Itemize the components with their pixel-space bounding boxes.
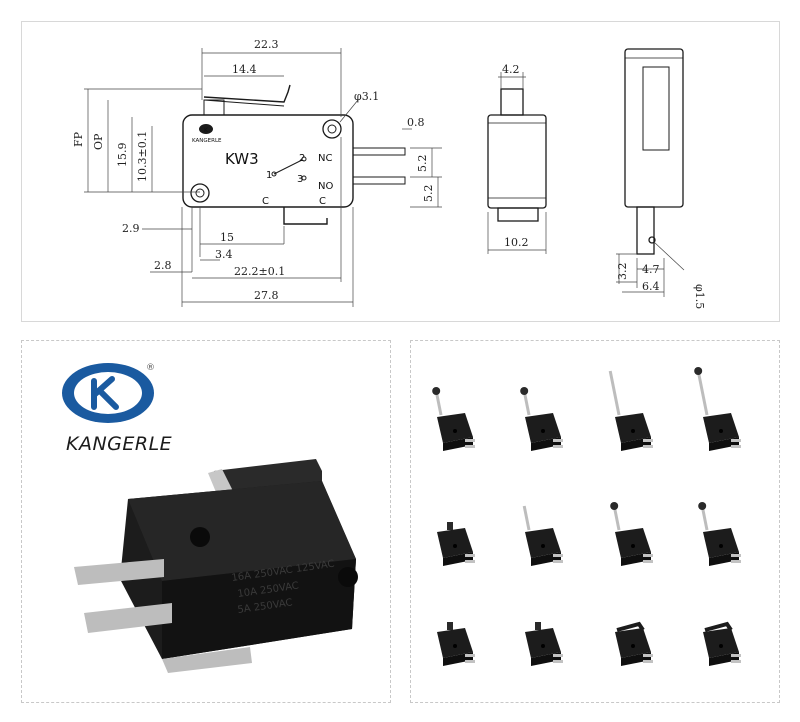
registered-mark: ® [146, 363, 155, 373]
drawing-brand-label: KANGERLE [192, 138, 222, 144]
end-view [624, 48, 684, 255]
dim-22-2: 22.2±0.1 [234, 265, 285, 278]
dim-3-2: 3.2 [616, 263, 629, 281]
product-photo-panel: ® KANGERLE 16A 250VAC 125VAC 10A 250VAC … [21, 340, 391, 703]
switch-variant-short-hinge [703, 621, 741, 666]
switch-variant-long-lever [608, 370, 653, 451]
dim-22-3: 22.3 [254, 38, 279, 51]
dim-0-8: 0.8 [407, 116, 425, 129]
dim-15: 15 [220, 231, 234, 244]
plunger [203, 99, 225, 116]
side-view [487, 88, 547, 222]
end-body [624, 48, 684, 208]
dim-15-9: 15.9 [116, 143, 129, 168]
terminal-com-number: 1 [266, 170, 272, 181]
end-window [642, 66, 670, 151]
brand-name: KANGERLE [66, 433, 173, 455]
variants-grid [432, 367, 741, 666]
dim-10-3: 10.3±0.1 [136, 131, 149, 182]
terminal-nc-number: 2 [299, 153, 305, 164]
terminal-nc-label: NC [318, 153, 332, 164]
switch-variant-pin-plunger-angled [437, 622, 475, 666]
dim-2-8: 2.8 [154, 259, 172, 272]
dim-6-4: 6.4 [642, 280, 660, 293]
schematic-node-3 [301, 175, 307, 181]
mounting-hole-left-inner [195, 188, 205, 198]
technical-drawing-panel: K KANGERLE KW3 2 NC 1 3 NO C C [21, 21, 780, 322]
photo-terminal-1 [74, 559, 164, 585]
photo-mount-hole-1 [190, 527, 210, 547]
mounting-hole-right [322, 119, 342, 139]
terminal-no-number: 3 [297, 174, 303, 185]
schematic-node-1 [271, 171, 277, 177]
terminal-c-left: C [262, 196, 269, 207]
terminal-c-right: C [319, 196, 326, 207]
end-terminal [636, 206, 655, 255]
switch-photo: 16A 250VAC 125VAC 10A 250VAC 5A 250VAC [74, 459, 358, 673]
small-logo-icon: K [199, 124, 213, 134]
schematic-contact [273, 159, 303, 175]
mounting-hole-right-inner [327, 124, 337, 134]
dim-4-2: 4.2 [502, 63, 520, 76]
dim-term-hole: φ1.5 [693, 284, 706, 309]
dim-10-2: 10.2 [504, 236, 529, 249]
dim-5-2a: 5.2 [416, 155, 429, 173]
dim-hole-dia: φ3.1 [354, 90, 379, 103]
leader-hole-dia [339, 99, 359, 123]
dim-2-9: 2.9 [122, 222, 140, 235]
svg-text:K: K [204, 127, 209, 134]
dim-14-4: 14.4 [232, 63, 257, 76]
switch-variant-pin-plunger [437, 522, 475, 566]
dim-fp: FP [72, 131, 85, 147]
leader-term-hole [653, 241, 685, 271]
switch-variant-pin-plunger-angled [525, 622, 563, 666]
photo-terminal-2 [84, 603, 172, 633]
switch-variant-roller-lever [432, 387, 475, 451]
switch-variant-long-roller-lever [694, 367, 741, 451]
photo-terminal-3 [162, 647, 252, 673]
switch-variant-roller-lever-short [698, 502, 741, 566]
switch-variant-simulated-roller [610, 502, 653, 566]
side-body [487, 114, 547, 209]
side-terminal [497, 207, 539, 222]
brand-logo-icon [62, 363, 154, 423]
side-plunger [500, 88, 524, 116]
terminal-nc [352, 147, 406, 156]
schematic-node-2 [301, 156, 307, 162]
terminal-common [283, 207, 328, 225]
model-label: KW3 [225, 150, 259, 168]
terminal-no-label: NO [318, 181, 333, 192]
lever-arm [203, 84, 291, 103]
mounting-hole-left [190, 183, 210, 203]
technical-drawing: K KANGERLE KW3 2 NC 1 3 NO C C [72, 38, 706, 309]
dim-op: OP [92, 133, 105, 150]
dim-4-7: 4.7 [642, 263, 660, 276]
switch-variant-roller-lever [520, 387, 563, 451]
switch-variant-short-hinge [615, 621, 653, 666]
terminal-no [352, 176, 406, 185]
dim-27-8: 27.8 [254, 289, 279, 302]
lever-arm-inner [203, 99, 285, 107]
switch-variant-short-lever [522, 505, 563, 566]
end-terminal-hole [648, 236, 656, 244]
switch-body-outline [182, 114, 354, 208]
photo-mount-hole-2 [338, 567, 358, 587]
variants-panel [410, 340, 780, 703]
dim-5-2b: 5.2 [422, 185, 435, 203]
dim-3-4: 3.4 [215, 248, 233, 261]
